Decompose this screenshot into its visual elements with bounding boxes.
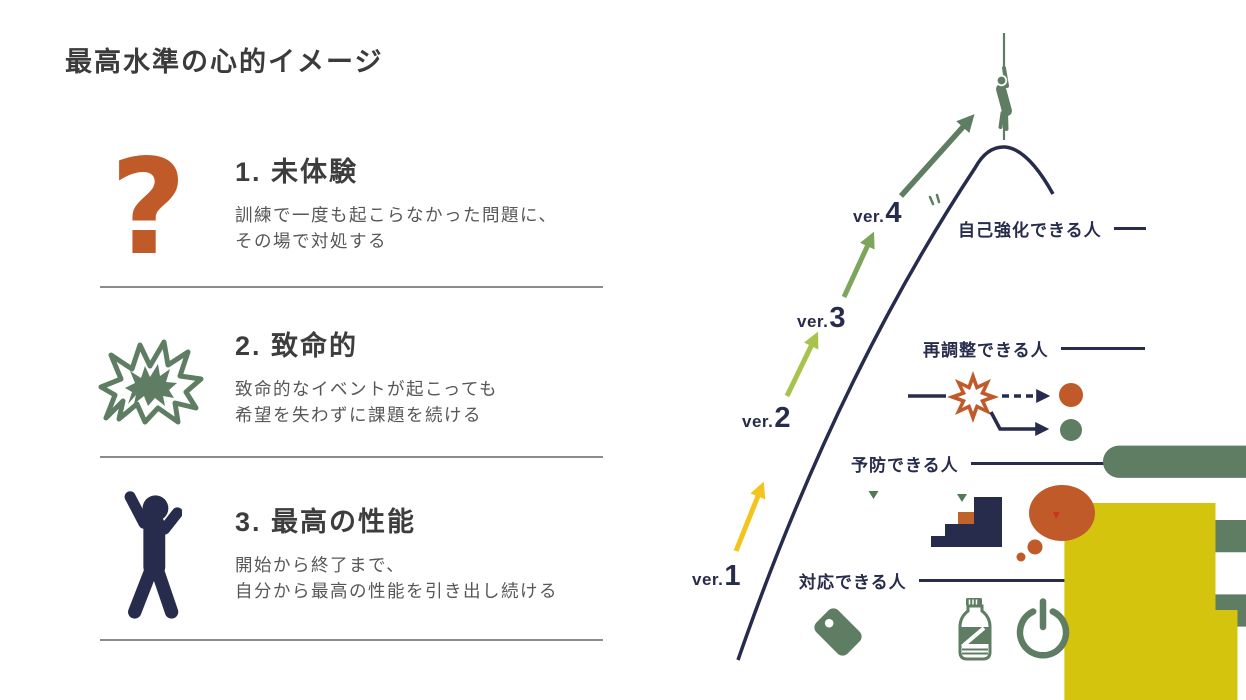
climber-ver1-icon [1229, 587, 1246, 700]
divider [100, 639, 603, 641]
divider [100, 286, 603, 288]
header-rule [918, 579, 1145, 582]
green-dot [1060, 419, 1082, 441]
list-item-2: 2. 致命的 致命的なイベントが起こっても希望を失わずに課題を続ける [235, 324, 615, 429]
stairs-icon [931, 494, 1002, 547]
arrow-stage-2 [784, 331, 819, 398]
bottle-icon [958, 598, 992, 661]
header-rule [1113, 227, 1146, 230]
item-description: 開始から終了まで、自分から最高の性能を引き出し続ける [235, 555, 558, 602]
arrow-stage-1 [733, 481, 766, 552]
power-icon [1016, 598, 1070, 659]
stage-3-header: 再調整できる人 [923, 336, 1145, 361]
item-description: 訓練で一度も起こらなかった問題に、その場で対処する [235, 205, 558, 252]
rope-climber-icon [995, 33, 1012, 140]
item-description: 致命的なイベントが起こっても希望を失わずに課題を続ける [235, 379, 499, 426]
stage-1-header: 対応できる人 [799, 568, 1145, 593]
ver-3-label: ver.3 [797, 302, 846, 334]
cheering-person-icon [122, 491, 182, 620]
impact-star-icon [947, 371, 999, 423]
ver-1-label: ver.1 [692, 560, 741, 592]
ver-4-label: ver.4 [853, 197, 902, 229]
header-rule [970, 462, 1145, 465]
item-heading: 1. 未体験 [235, 157, 359, 187]
question-mark-icon: ? [110, 131, 187, 285]
list-item-1: 1. 未体験 訓練で一度も起こらなかった問題に、その場で対処する [235, 150, 615, 255]
effort-marks-icon [928, 193, 941, 206]
arrow-stage-3 [841, 231, 875, 299]
tag-icon [814, 608, 862, 656]
impact-reroute-diagram [908, 371, 1083, 441]
item-heading: 3. 最高の性能 [235, 507, 417, 537]
orange-dot [1059, 383, 1083, 407]
bar-gauge-icon [1086, 610, 1246, 700]
arrow-stage-4 [898, 114, 975, 198]
item-heading: 2. 致命的 [235, 331, 359, 361]
stage-4-header: 自己強化できる人 [958, 216, 1146, 241]
stage-2-header: 予防できる人 [851, 451, 1145, 476]
ver-2-label: ver.2 [742, 402, 791, 434]
list-item-3: 3. 最高の性能 開始から終了まで、自分から最高の性能を引き出し続ける [235, 500, 615, 605]
explosion-icon [98, 339, 204, 425]
page-title: 最高水準の心的イメージ [65, 47, 384, 77]
divider [100, 456, 603, 458]
header-rule [1060, 347, 1145, 350]
bar-gauge-marker-icon [868, 491, 1246, 700]
